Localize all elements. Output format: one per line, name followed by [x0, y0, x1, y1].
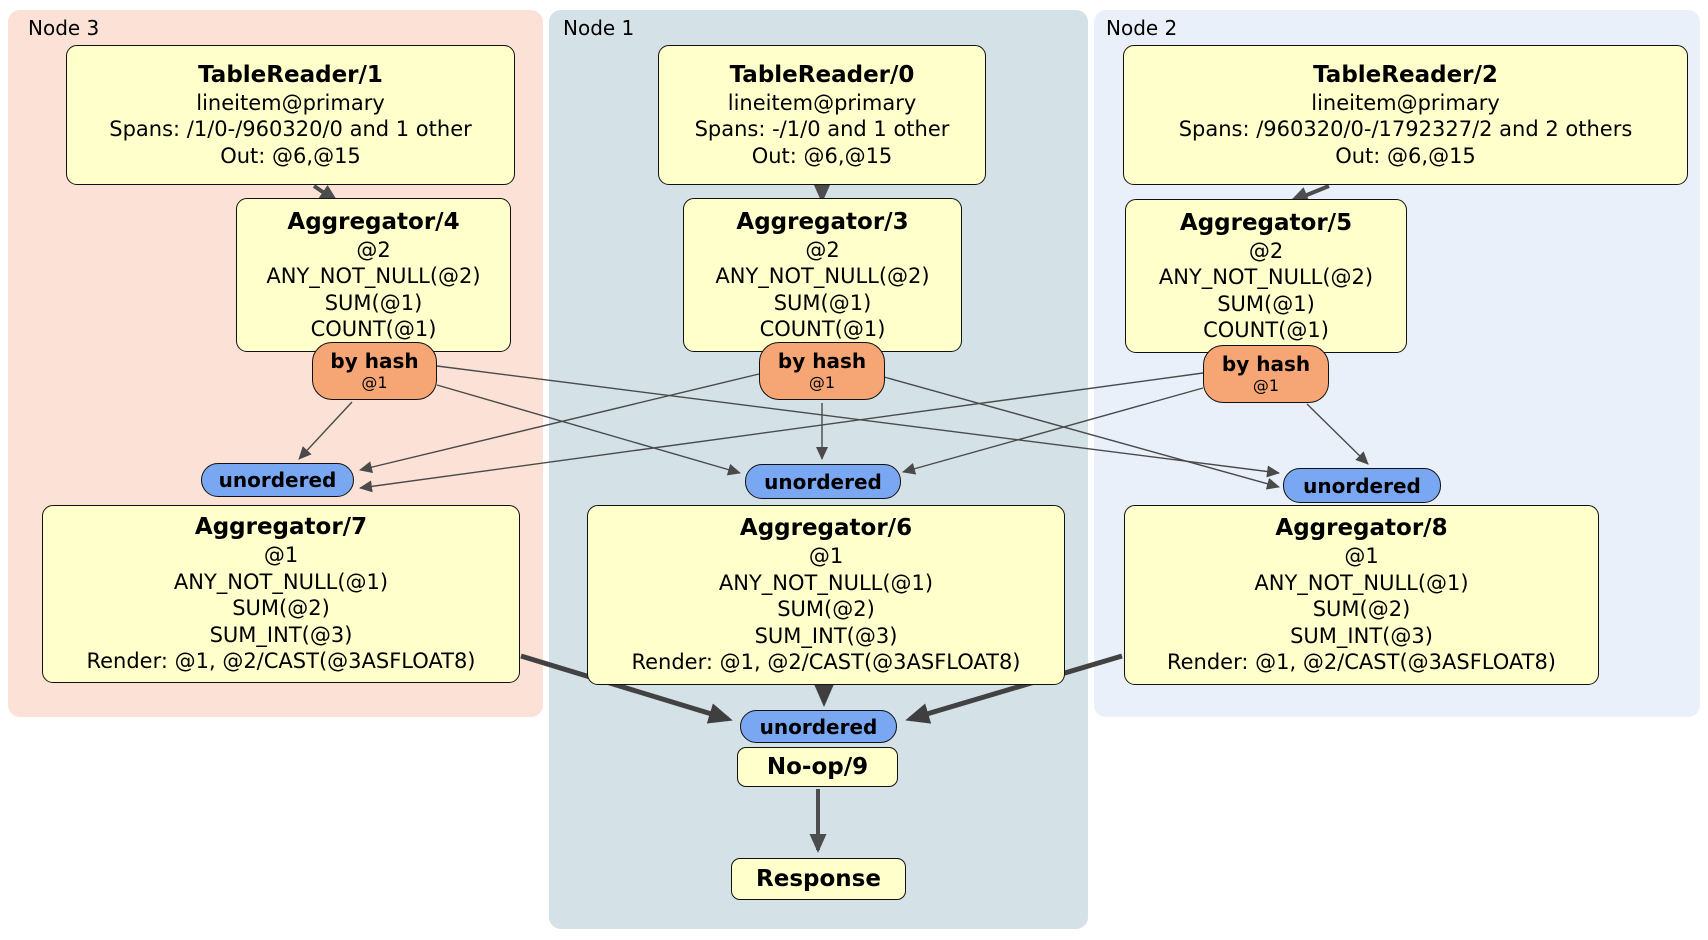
router-byhash-node1: by hash @1: [759, 342, 885, 400]
processor-line: ANY_NOT_NULL(@2): [715, 264, 930, 288]
stream-label: unordered: [764, 469, 882, 494]
processor-line: ANY_NOT_NULL(@2): [266, 264, 481, 288]
processor-line: COUNT(@1): [759, 317, 886, 341]
processor-line: Spans: -/1/0 and 1 other: [694, 117, 950, 142]
processor-line: ANY_NOT_NULL(@1): [173, 569, 389, 594]
stream-unordered-node1: unordered: [745, 464, 901, 499]
processor-line: COUNT(@1): [310, 317, 437, 341]
router-detail: @1: [1252, 376, 1280, 395]
processor-line: lineitem@primary: [196, 90, 385, 115]
router-label: by hash: [777, 349, 867, 373]
stream-unordered-final: unordered: [740, 710, 897, 743]
node1-label: Node 1: [563, 16, 635, 40]
processor-aggregator6: Aggregator/6 @1 ANY_NOT_NULL(@1) SUM(@2)…: [587, 505, 1065, 685]
processor-line: SUM(@1): [324, 290, 423, 315]
processor-line: ANY_NOT_NULL(@2): [1158, 265, 1374, 289]
router-label: by hash: [1221, 352, 1311, 376]
processor-line: Spans: /960320/0-/1792327/2 and 2 others: [1178, 117, 1633, 142]
processor-line: SUM_INT(@3): [754, 623, 898, 648]
node3-label: Node 3: [28, 16, 100, 40]
edge-tablereader2-to-aggregator5: [1289, 184, 1330, 203]
processor-line: Render: @1, @2/CAST(@3ASFLOAT8): [631, 650, 1021, 675]
stream-label: unordered: [759, 714, 878, 739]
processor-aggregator7: Aggregator/7 @1 ANY_NOT_NULL(@1) SUM(@2)…: [42, 505, 520, 683]
edge-byhash-node2-to-unordered-node3: [359, 372, 1204, 493]
processor-title: Response: [756, 865, 881, 892]
processor-line: Render: @1, @2/CAST(@3ASFLOAT8): [1166, 650, 1557, 675]
edge-byhash-node2-to-unordered-node1: [902, 387, 1204, 475]
edge-aggregator7-to-unordered-final: [520, 653, 733, 724]
processor-aggregator5: Aggregator/5 @2 ANY_NOT_NULL(@2) SUM(@1)…: [1125, 199, 1407, 353]
processor-line: lineitem@primary: [1311, 90, 1500, 115]
processor-line: SUM(@1): [773, 290, 872, 315]
processor-line: lineitem@primary: [727, 90, 917, 115]
node2-label: Node 2: [1106, 16, 1178, 40]
edge-aggregator8-to-unordered-final: [905, 653, 1123, 724]
stream-label: unordered: [1303, 473, 1421, 498]
processor-line: SUM_INT(@3): [209, 622, 353, 647]
edge-byhash-node3-to-unordered-node1: [436, 384, 741, 476]
router-byhash-node2: by hash @1: [1203, 345, 1329, 403]
processor-title: TableReader/2: [1313, 61, 1498, 88]
processor-line: @1: [808, 544, 844, 569]
processor-aggregator3: Aggregator/3 @2 ANY_NOT_NULL(@2) SUM(@1)…: [683, 198, 962, 352]
processor-line: Spans: /1/0-/960320/0 and 1 other: [109, 117, 472, 142]
edge-byhash-node2-to-unordered-node2: [1306, 403, 1369, 465]
stream-unordered-node3: unordered: [201, 463, 354, 497]
stream-unordered-node2: unordered: [1283, 468, 1441, 503]
processor-tablereader2: TableReader/2 lineitem@primary Spans: /9…: [1123, 45, 1688, 185]
router-detail: @1: [808, 373, 836, 392]
processor-aggregator8: Aggregator/8 @1 ANY_NOT_NULL(@1) SUM(@2)…: [1124, 505, 1599, 685]
processor-title: Aggregator/7: [194, 514, 368, 541]
processor-line: SUM(@2): [777, 597, 875, 622]
processor-line: Out: @6,@15: [220, 143, 361, 168]
processor-title: No-op/9: [766, 753, 869, 780]
processor-line: ANY_NOT_NULL(@1): [718, 570, 934, 595]
processor-line: SUM(@2): [1312, 597, 1411, 622]
processor-aggregator4: Aggregator/4 @2 ANY_NOT_NULL(@2) SUM(@1)…: [236, 198, 511, 352]
processor-line: SUM_INT(@3): [1290, 623, 1433, 648]
processor-title: TableReader/1: [198, 61, 383, 88]
processor-line: SUM(@1): [1217, 291, 1315, 316]
edge-byhash-node1-to-unordered-node2: [883, 376, 1280, 490]
processor-line: @1: [1344, 544, 1379, 569]
processor-line: Out: @6,@15: [1335, 143, 1476, 168]
processor-line: Render: @1, @2/CAST(@3ASFLOAT8): [86, 649, 476, 674]
processor-title: Aggregator/5: [1179, 209, 1353, 236]
edge-byhash-node3-to-unordered-node3: [298, 401, 353, 460]
processor-title: TableReader/0: [729, 61, 915, 88]
stream-label: unordered: [218, 468, 337, 492]
processor-line: @2: [356, 237, 391, 262]
processor-tablereader1: TableReader/1 lineitem@primary Spans: /1…: [66, 45, 515, 185]
router-detail: @1: [361, 373, 388, 392]
processor-line: @2: [805, 237, 840, 262]
processor-line: SUM(@2): [232, 596, 330, 621]
router-byhash-node3: by hash @1: [312, 342, 437, 400]
processor-line: @1: [263, 543, 299, 568]
edge-byhash-node1-to-unordered-node3: [359, 373, 760, 474]
processor-title: Aggregator/4: [287, 208, 460, 235]
processor-title: Aggregator/3: [736, 208, 909, 235]
processor-line: Out: @6,@15: [751, 143, 893, 168]
router-label: by hash: [330, 349, 419, 373]
processor-tablereader0: TableReader/0 lineitem@primary Spans: -/…: [658, 45, 986, 185]
processor-line: ANY_NOT_NULL(@1): [1254, 570, 1469, 595]
processor-response: Response: [731, 858, 906, 900]
processor-noop9: No-op/9: [737, 747, 898, 787]
processor-line: @2: [1248, 238, 1284, 263]
processor-title: Aggregator/6: [739, 515, 913, 542]
processor-title: Aggregator/8: [1275, 515, 1448, 542]
processor-line: COUNT(@1): [1203, 318, 1329, 342]
